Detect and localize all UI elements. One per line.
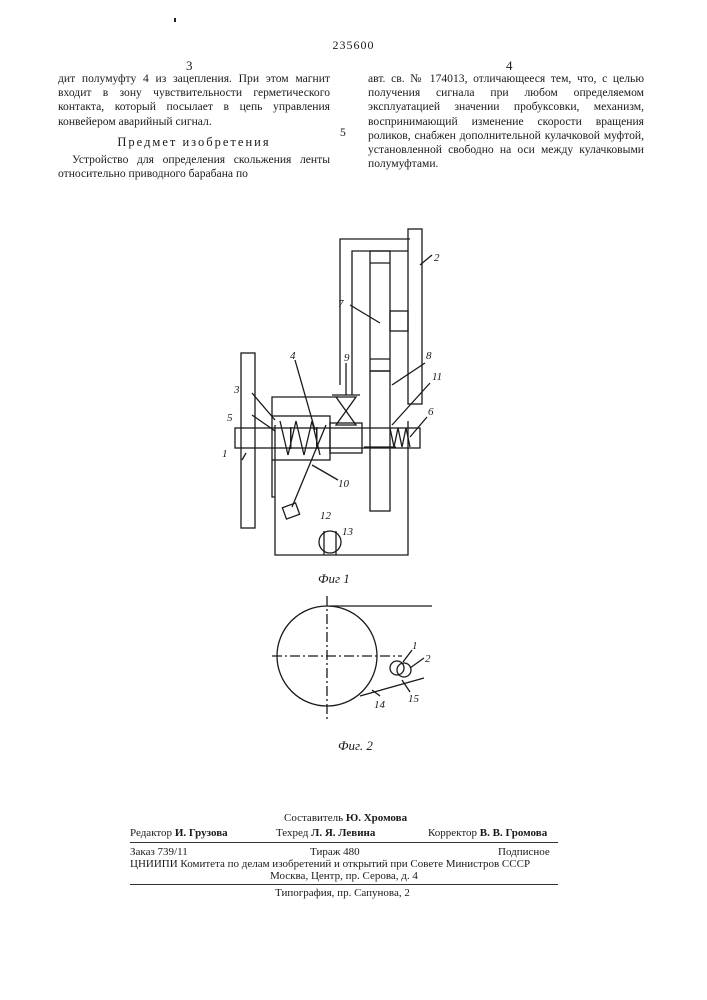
- printing-house: Типография, пр. Сапунова, 2: [275, 887, 410, 900]
- roller-7: [370, 251, 390, 371]
- techred-name: Л. Я. Левина: [311, 827, 375, 839]
- corrector-name: В. В. Громова: [480, 827, 547, 839]
- right-column: авт. св. № 174013, отличающееся тем, что…: [368, 72, 644, 171]
- footer-divider-2: [130, 884, 558, 885]
- label-12: 12: [320, 510, 332, 522]
- label-15: 15: [408, 693, 420, 705]
- label-10: 10: [338, 478, 350, 490]
- patent-number: 235600: [0, 38, 707, 53]
- label-9: 9: [344, 352, 350, 364]
- right-paragraph: авт. св. № 174013, отличающееся тем, что…: [368, 72, 644, 171]
- figure-2-caption: Фиг. 2: [338, 738, 373, 754]
- techred-line: Техред Л. Я. Левина: [276, 827, 375, 840]
- spring-6: [390, 428, 410, 447]
- left-paragraph-continuation: дит полумуфту 4 из зацепления. При этом …: [58, 72, 330, 129]
- gear-disc: [370, 371, 390, 511]
- footer-divider: [130, 842, 558, 843]
- line-number: 5: [340, 126, 346, 139]
- figure-2-drawing: 1 2 14 15: [262, 596, 442, 726]
- figure-1-drawing: 1 2 3 4 5 6 7 8 9 10 11 12 13: [220, 225, 460, 585]
- reed-contact-13: [319, 531, 341, 553]
- label-1: 1: [222, 448, 228, 460]
- compiler-line: Составитель Ю. Хромова: [284, 812, 407, 825]
- disc-1: [241, 353, 255, 528]
- claims-heading: Предмет изобретения: [58, 135, 330, 149]
- compiler-name: Ю. Хромова: [346, 812, 407, 824]
- techred-label: Техред: [276, 827, 308, 839]
- label-2: 2: [425, 653, 431, 665]
- left-column: дит полумуфту 4 из зацепления. При этом …: [58, 72, 330, 181]
- disc-2: [408, 229, 422, 404]
- label-3: 3: [233, 384, 240, 396]
- lever-10: [292, 425, 326, 507]
- corrector-line: Корректор В. В. Громова: [428, 827, 547, 840]
- claims-paragraph: Устройство для определения скольжения ле…: [58, 153, 330, 181]
- label-7: 7: [338, 298, 344, 310]
- label-8: 8: [426, 350, 432, 362]
- label-5: 5: [227, 412, 233, 424]
- magnet-12: [282, 503, 299, 519]
- editor-name: И. Грузова: [175, 827, 228, 839]
- org-line-2: Москва, Центр, пр. Серова, д. 4: [270, 870, 418, 883]
- editor-label: Редактор: [130, 827, 172, 839]
- label-11: 11: [432, 371, 442, 383]
- label-14: 14: [374, 699, 386, 711]
- editor-line: Редактор И. Грузова: [130, 827, 228, 840]
- corrector-label: Корректор: [428, 827, 477, 839]
- label-4: 4: [290, 350, 296, 362]
- figure-1-caption: Фиг 1: [318, 571, 350, 587]
- label-6: 6: [428, 406, 434, 418]
- frame-upper: [340, 239, 410, 385]
- label-1: 1: [412, 640, 418, 652]
- label-2: 2: [434, 252, 440, 264]
- label-13: 13: [342, 526, 354, 538]
- compiler-label: Составитель: [284, 812, 343, 824]
- print-mark: [174, 18, 176, 22]
